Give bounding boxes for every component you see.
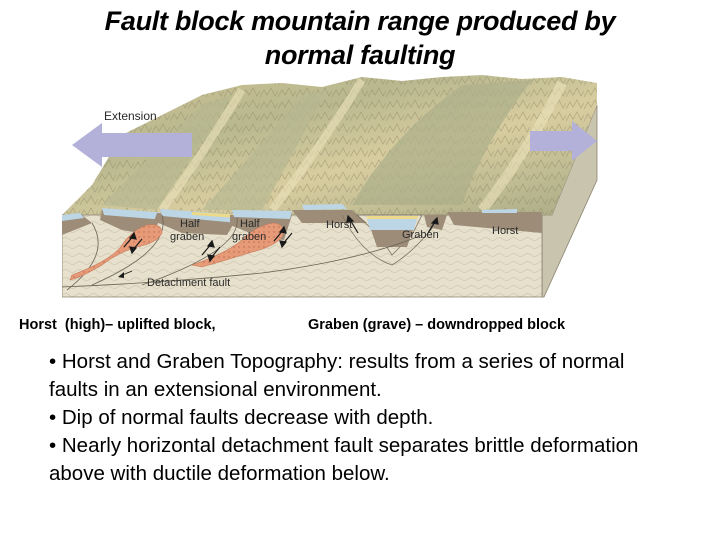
half-graben-2-label-bottom: graben xyxy=(232,231,266,243)
extension-arrow-left-icon xyxy=(72,123,192,167)
horst-2-label: Horst xyxy=(492,225,518,237)
bullet-item: • Horst and Graben Topography: results f… xyxy=(49,350,625,401)
bullet-item: • Dip of normal faults decrease with dep… xyxy=(49,406,434,429)
half-graben-2-label-top: Half xyxy=(240,218,261,230)
extension-arrow-right-icon xyxy=(530,121,597,161)
half-graben-1-label-bottom: graben xyxy=(170,231,204,243)
fault-block-diagram: Extension Half graben Half graben Horst … xyxy=(62,75,602,307)
title-line-2: normal faulting xyxy=(264,40,456,70)
bullet-list: • Horst and Graben Topography: results f… xyxy=(49,348,649,488)
extension-label: Extension xyxy=(104,109,157,123)
graben-caption: Graben (grave) – downdropped block xyxy=(308,317,566,333)
half-graben-1-label-top: Half xyxy=(180,218,201,230)
detachment-fault-label: Detachment fault xyxy=(147,277,230,289)
bullet-item: • Nearly horizontal detachment fault sep… xyxy=(49,434,639,485)
horst-caption: Horst (high)– uplifted block, xyxy=(19,317,216,333)
slide-title: Fault block mountain range produced by n… xyxy=(0,4,720,72)
graben-label: Graben xyxy=(402,229,439,241)
title-line-1: Fault block mountain range produced by xyxy=(104,6,616,36)
horst-1-label: Horst xyxy=(326,219,352,231)
